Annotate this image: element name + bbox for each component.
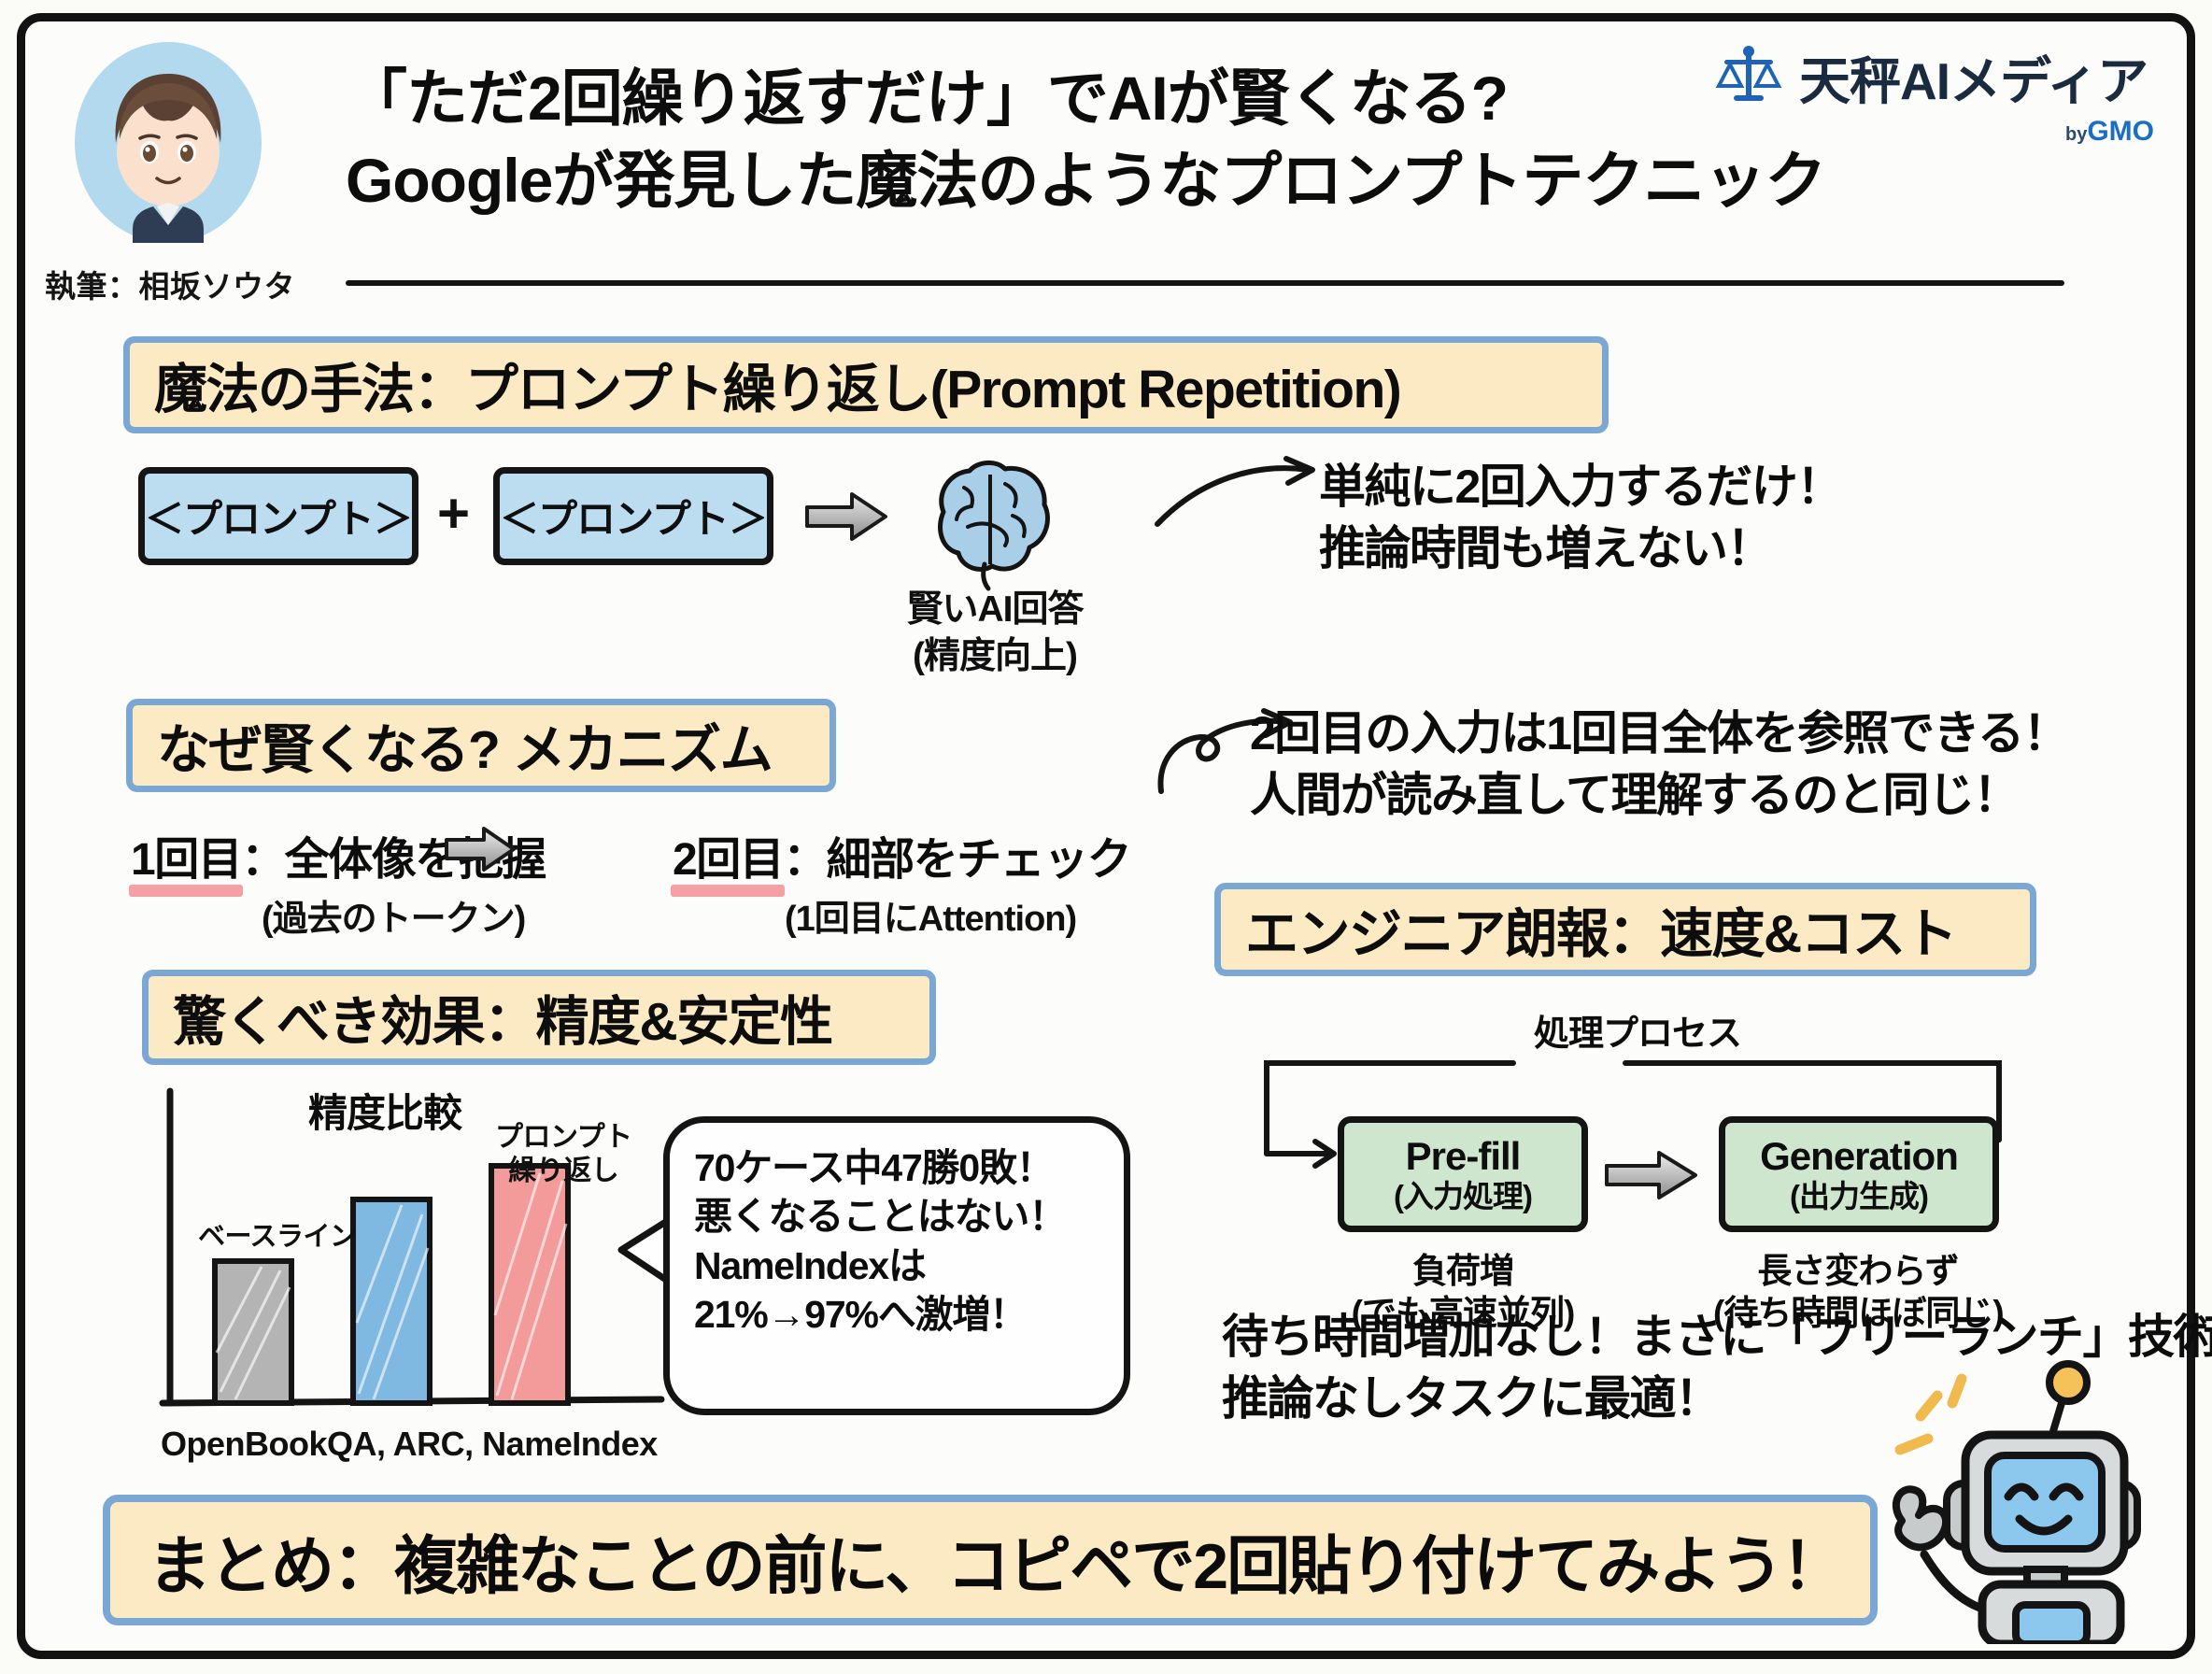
note-method-line-2: 推論時間も増えない！ (1319, 522, 1773, 575)
curved-arrow-icon-1 (1154, 453, 1322, 537)
step-2-text: 2回目：細部をチェック (670, 822, 1132, 897)
step-2-subtext: (1回目にAttention) (785, 900, 1077, 939)
note-mechanism: 2回目の入力は1回目全体を参照できる！ 人間が読み直して理解するのと同じ！ (1250, 702, 2070, 826)
mechanism-steps: 1回目：全体像を把握 2回目：細部をチェック (過去のトークン) (1回目にAt… (128, 822, 1214, 972)
step-1-subtext: (過去のトークン) (262, 900, 526, 939)
process-box-generation: Generation (出力生成) (1719, 1116, 1999, 1232)
summary-banner: まとめ：複雑なことの前に、コピペで2回貼り付けてみよう！ (103, 1495, 1878, 1625)
page-title: 「ただ2回繰り返すだけ」でAIが賢くなる? Googleが発見した魔法のようなプ… (346, 58, 1826, 222)
title-divider (346, 280, 2064, 286)
logo-byline: byGMO (1715, 116, 2154, 148)
step-2-highlight: 2回目 (670, 822, 786, 897)
banner-label-effect: 驚くべき効果：精度&安定性 (173, 992, 833, 1052)
logo-by-text: by (2064, 124, 2088, 145)
bubble-line-1: 70ケース中47勝0敗！ (694, 1146, 1055, 1189)
step-1-highlight: 1回目 (128, 822, 244, 897)
note-engineering-line-2: 推論なしタスクに最適！ (1222, 1372, 1722, 1425)
logo-brand-text: GMO (2087, 116, 2154, 147)
process-caption-generation: 長さ変わらず (待ち時間ほぼ同じ) (1713, 1250, 2005, 1334)
author-avatar (75, 42, 262, 243)
right-arrow-icon-process (1605, 1149, 1698, 1201)
step-2-rest: ：細部をチェック (783, 835, 1132, 885)
prefill-caption-line-1: 負荷増 (1412, 1252, 1514, 1290)
results-speech-bubble: 70ケース中47勝0敗！ 悪くなることはない！ NameIndexは 21%→9… (663, 1116, 1130, 1415)
section-banner-mechanism: なぜ賢くなる? メカニズム (126, 699, 836, 792)
right-arrow-icon (805, 490, 887, 543)
generation-label-jp: (出力生成) (1790, 1179, 1929, 1214)
chart-title: 精度比較 (308, 1091, 462, 1135)
chart-label-baseline: ベースライン (198, 1222, 357, 1252)
generation-label-en: Generation (1760, 1133, 1959, 1178)
curved-arrow-icon-2 (1144, 705, 1294, 799)
note-method: 単純に2回入力するだけ！ 推論時間も増えない！ (1319, 456, 1843, 579)
title-line-1: 「ただ2回繰り返すだけ」でAIが賢くなる? (346, 64, 1509, 133)
prompt-box-2-label: ＜プロンプト＞ (500, 497, 768, 541)
mechanism-step-2: 2回目：細部をチェック (670, 822, 1132, 897)
brain-icon (915, 456, 1065, 596)
bubble-line-4: 21%→97%へ激増！ (694, 1293, 1028, 1337)
process-caption-prefill: 負荷増 (でも高速並列) (1336, 1250, 1590, 1334)
brain-caption: 賢いAI回答 (精度向上) (859, 587, 1130, 680)
right-arrow-icon-mechanism (445, 826, 516, 872)
prefill-label-jp: (入力処理) (1394, 1179, 1533, 1214)
note-engineering-line-1: 待ち時間増加なし！まさに「フリーランチ」技術！ (1222, 1311, 2212, 1363)
brain-caption-line-1: 賢いAI回答 (906, 589, 1084, 630)
author-byline: 執筆：相坂ソウタ (45, 269, 295, 304)
balance-scale-icon (1715, 41, 1782, 113)
section-banner-method: 魔法の手法：プロンプト繰り返し(Prompt Repetition) (123, 336, 1609, 433)
section-banner-engineering: エンジニア朗報：速度&コスト (1214, 883, 2036, 976)
summary-text: まとめ：複雑なことの前に、コピペで2回貼り付けてみよう！ (148, 1530, 1845, 1602)
note-mechanism-line-2: 人間が読み直して理解するのと同じ！ (1250, 769, 2021, 821)
prefill-label-en: Pre-fill (1405, 1133, 1522, 1178)
bubble-line-2: 悪くなることはない！ (694, 1195, 1067, 1239)
banner-label-mechanism: なぜ賢くなる? メカニズム (157, 720, 773, 780)
site-logo: 天秤AIメディア byGMO (1715, 39, 2154, 159)
banner-label-engineering: エンジニア朗報：速度&コスト (1245, 904, 1958, 964)
prompt-box-1-label: ＜プロンプト＞ (145, 497, 413, 541)
generation-caption-line-2: (待ち時間ほぼ同じ) (1713, 1294, 2005, 1333)
note-engineering: 待ち時間増加なし！まさに「フリーランチ」技術！ 推論なしタスクに最適！ (1222, 1306, 2212, 1429)
note-method-line-1: 単純に2回入力するだけ！ (1319, 461, 1843, 513)
waving-robot-icon (1866, 1345, 2175, 1644)
note-mechanism-line-1: 2回目の入力は1回目全体を参照できる！ (1250, 707, 2070, 759)
process-title: 処理プロセス (1534, 1014, 1742, 1054)
prompt-box-first: ＜プロンプト＞ (138, 467, 418, 565)
chart-label-repetition: プロンプト繰り返し (495, 1122, 632, 1186)
generation-caption-line-1: 長さ変わらず (1757, 1252, 1959, 1290)
section-banner-effect: 驚くべき効果：精度&安定性 (142, 970, 936, 1065)
process-box-prefill: Pre-fill (入力処理) (1338, 1116, 1588, 1232)
chart-x-axis-label: OpenBookQA, ARC, NameIndex (161, 1425, 658, 1463)
title-line-2: Googleが発見した魔法のようなプロンプトテクニック (346, 145, 1826, 215)
plus-sign: + (437, 482, 471, 545)
brain-caption-line-2: (精度向上) (913, 635, 1078, 676)
prompt-box-second: ＜プロンプト＞ (493, 467, 773, 565)
accuracy-bar-chart (149, 1084, 673, 1457)
banner-label-method: 魔法の手法：プロンプト繰り返し(Prompt Repetition) (154, 360, 1402, 419)
bubble-line-3: NameIndexは (694, 1243, 927, 1287)
logo-wordmark: 天秤AIメディア (1799, 52, 2148, 110)
prefill-caption-line-2: (でも高速並列) (1351, 1294, 1576, 1333)
